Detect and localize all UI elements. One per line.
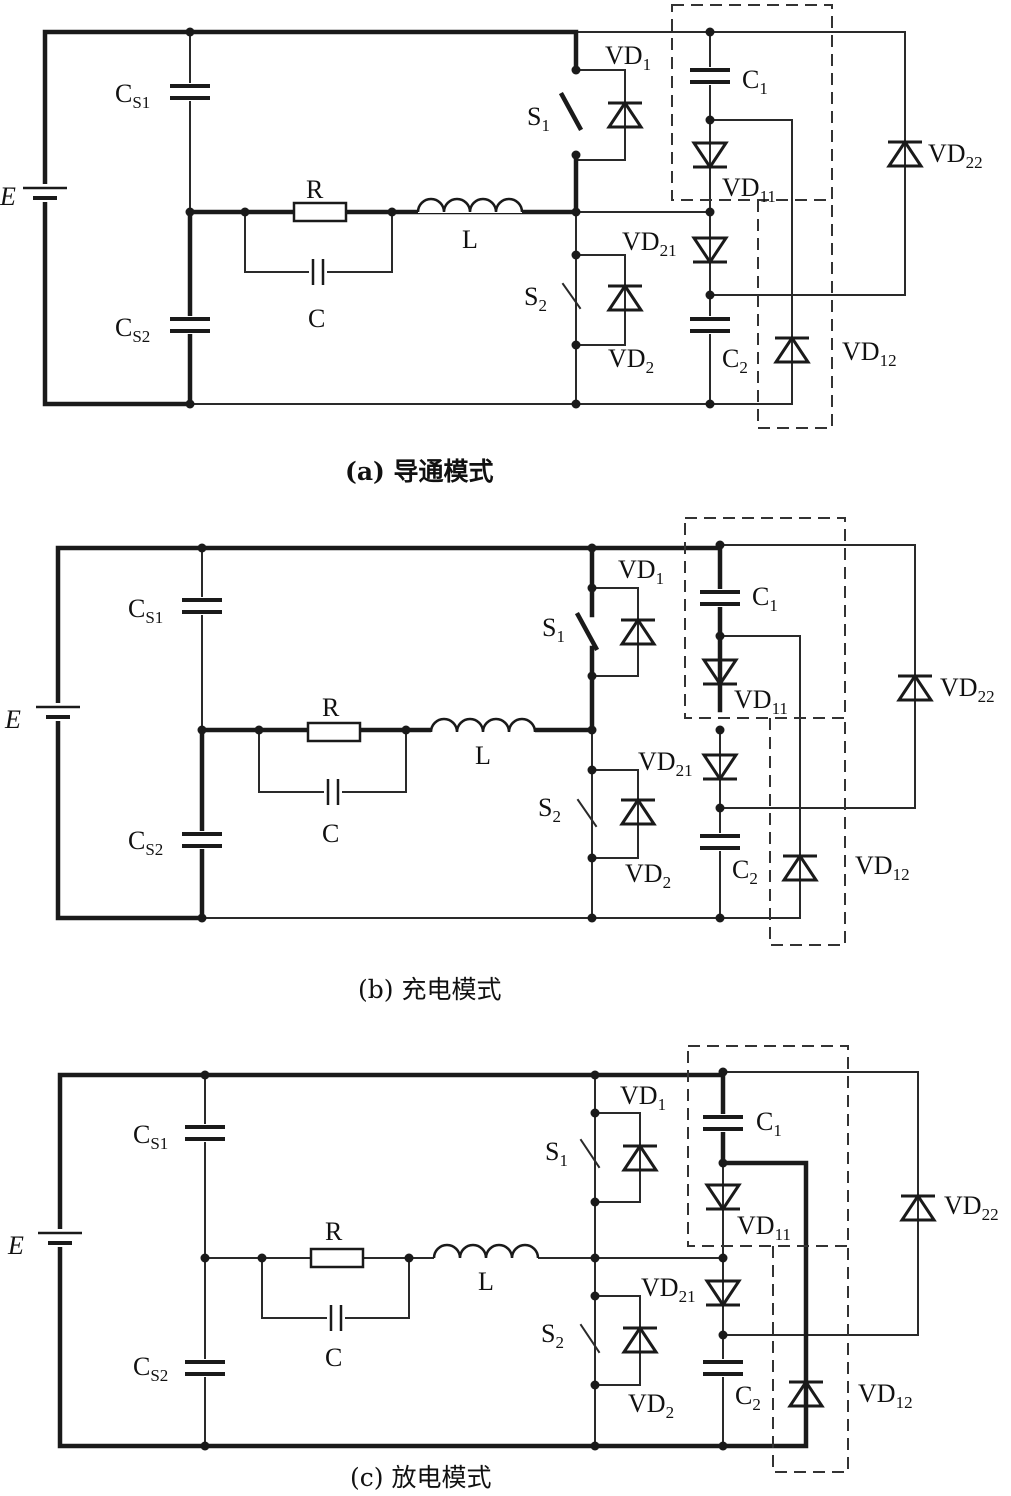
label-s2: S2 bbox=[524, 282, 547, 315]
caption-b: (b) 充电模式 bbox=[358, 975, 501, 1004]
label-s2: S2 bbox=[538, 793, 561, 826]
label-vd21: VD21 bbox=[641, 1273, 696, 1306]
label-E: E bbox=[7, 1231, 24, 1260]
label-vd21: VD21 bbox=[638, 747, 693, 780]
label-vd1: VD1 bbox=[605, 41, 651, 74]
label-vd12: VD12 bbox=[858, 1379, 913, 1412]
label-vd22: VD22 bbox=[944, 1191, 999, 1224]
label-cs1: CS1 bbox=[128, 594, 163, 627]
label-c2: C2 bbox=[722, 344, 748, 377]
label-vd12: VD12 bbox=[842, 337, 897, 370]
label-c2: C2 bbox=[732, 855, 758, 888]
label-c1: C1 bbox=[756, 1107, 782, 1140]
label-cs2: CS2 bbox=[115, 313, 150, 346]
label-R: R bbox=[325, 1217, 343, 1246]
panel-c-discharging-mode: E CS1 CS2 R C L S1 S2 VD1 VD21 VD2 C1 VD… bbox=[7, 1045, 999, 1492]
label-L: L bbox=[475, 741, 491, 770]
label-s1: S1 bbox=[542, 613, 565, 646]
label-cs1: CS1 bbox=[115, 79, 150, 112]
label-s2: S2 bbox=[541, 1319, 564, 1352]
label-vd11: VD11 bbox=[737, 1211, 791, 1244]
label-vd22: VD22 bbox=[928, 139, 983, 172]
label-cs2: CS2 bbox=[133, 1352, 168, 1385]
label-vd11: VD11 bbox=[722, 173, 776, 206]
label-c1: C1 bbox=[742, 65, 768, 98]
label-vd11: VD11 bbox=[734, 685, 788, 718]
label-C: C bbox=[322, 819, 339, 848]
label-vd2: VD2 bbox=[628, 1389, 674, 1422]
label-vd22: VD22 bbox=[940, 673, 995, 706]
label-vd21: VD21 bbox=[622, 227, 677, 260]
caption-a: (a) 导通模式 bbox=[345, 457, 494, 486]
caption-c: (c) 放电模式 bbox=[350, 1463, 491, 1492]
label-vd12: VD12 bbox=[855, 851, 910, 884]
label-vd2: VD2 bbox=[625, 859, 671, 892]
label-R: R bbox=[322, 693, 340, 722]
panel-a-conduction-mode: E CS1 CS2 R C L S1 S2 VD1 VD21 VD2 C1 VD… bbox=[0, 4, 983, 486]
label-c2: C2 bbox=[735, 1381, 761, 1414]
label-vd2: VD2 bbox=[608, 344, 654, 377]
label-C: C bbox=[308, 304, 325, 333]
label-c1: C1 bbox=[752, 582, 778, 615]
label-L: L bbox=[478, 1267, 494, 1296]
panel-b-charging-mode: E CS1 CS2 R C L S1 S2 VD1 VD21 VD2 C1 VD… bbox=[4, 517, 995, 1004]
label-E: E bbox=[4, 705, 21, 734]
label-E: E bbox=[0, 182, 16, 211]
label-cs1: CS1 bbox=[133, 1120, 168, 1153]
label-cs2: CS2 bbox=[128, 826, 163, 859]
label-C: C bbox=[325, 1343, 342, 1372]
label-vd1: VD1 bbox=[618, 555, 664, 588]
label-L: L bbox=[462, 225, 478, 254]
label-R: R bbox=[306, 175, 324, 204]
label-s1: S1 bbox=[527, 102, 550, 135]
label-vd1: VD1 bbox=[620, 1081, 666, 1114]
label-s1: S1 bbox=[545, 1137, 568, 1170]
